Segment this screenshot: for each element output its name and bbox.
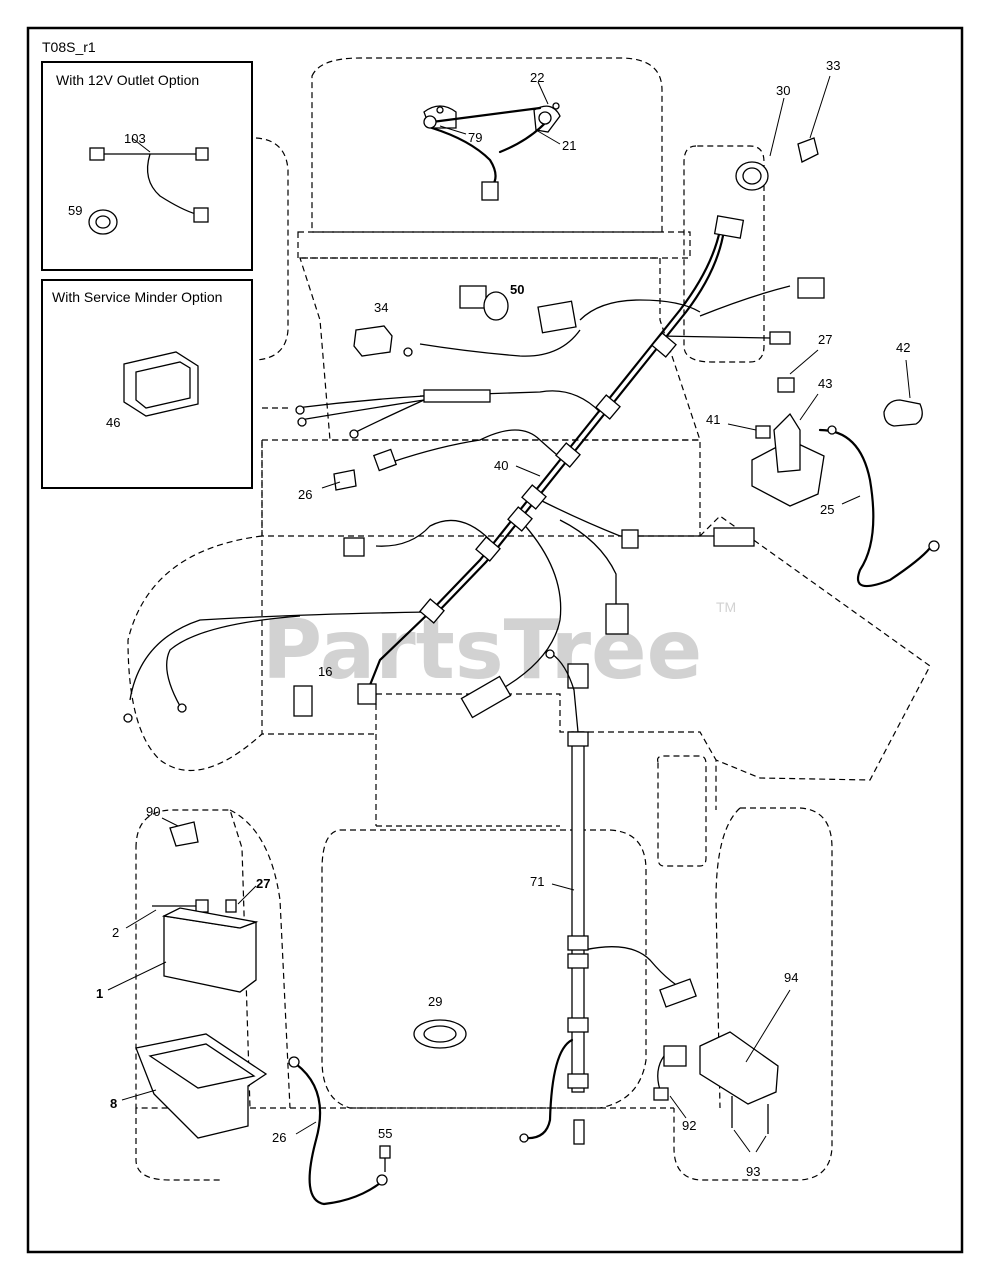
callout-59: 59 (68, 203, 82, 218)
inset-service-minder-option: With Service Minder Option 46 (41, 279, 253, 489)
inset-service-minder-title: With Service Minder Option (52, 289, 222, 305)
callout-25: 25 (820, 502, 834, 517)
relay-33: 33 (797, 58, 840, 163)
starter-solenoid: 27 43 41 (706, 332, 832, 507)
callout-43: 43 (818, 376, 832, 391)
battery-tray: 8 (110, 1033, 268, 1139)
main-wire-harness: 40 (123, 215, 825, 723)
callout-8: 8 (110, 1096, 117, 1111)
ignition-switch: 30 (735, 83, 790, 191)
relay-26-upper: 26 (298, 469, 357, 502)
battery: 1 (96, 907, 259, 1001)
callout-71: 71 (530, 874, 544, 889)
watermark: PartsTree (262, 603, 702, 698)
callout-27-lower: 27 (256, 876, 270, 891)
callout-26-lower: 26 (272, 1130, 286, 1145)
diagram-id: T08S_r1 (42, 39, 96, 55)
headlight-harness: 22 79 21 (423, 70, 576, 201)
rear-wire-harness: 71 (519, 649, 697, 1145)
callout-90: 90 (146, 804, 160, 819)
callout-94: 94 (784, 970, 798, 985)
callout-40: 40 (494, 458, 508, 473)
battery-cable: 26 (272, 1056, 388, 1206)
relay-90: 90 (146, 804, 199, 847)
diagram-frame (26, 26, 964, 1254)
control-module: 94 93 (699, 970, 798, 1179)
callout-55: 55 (378, 1126, 392, 1141)
callout-92: 92 (682, 1118, 696, 1133)
connector-92: 92 (653, 1045, 696, 1133)
callout-79: 79 (468, 130, 482, 145)
callout-26-upper: 26 (298, 487, 312, 502)
inset-12v-outlet-title: With 12V Outlet Option (56, 72, 199, 88)
callout-27-upper: 27 (818, 332, 832, 347)
callout-2: 2 (112, 925, 119, 940)
inset-12v-outlet-option: With 12V Outlet Option 103 59 (41, 61, 253, 271)
callout-30: 30 (776, 83, 790, 98)
callout-33: 33 (826, 58, 840, 73)
seat-switch: 34 (353, 300, 393, 357)
callout-1: 1 (96, 986, 103, 1001)
pto-switch: 50 (459, 282, 524, 321)
callout-41: 41 (706, 412, 720, 427)
outlet-harness-end (193, 207, 209, 223)
outlet-harness-plug (195, 147, 209, 161)
headlight-connector (481, 181, 499, 201)
callout-29: 29 (428, 994, 442, 1009)
callout-22: 22 (530, 70, 544, 85)
switch-16: 16 (293, 664, 332, 717)
callout-42: 42 (896, 340, 910, 355)
callout-21: 21 (562, 138, 576, 153)
callout-50: 50 (510, 282, 524, 297)
outlet-harness-connector (89, 147, 105, 161)
callout-46: 46 (106, 415, 120, 430)
callout-34: 34 (374, 300, 388, 315)
callout-93: 93 (746, 1164, 760, 1179)
harness-coil: 29 (413, 994, 467, 1049)
label-pad (537, 300, 577, 334)
terminal-cover: 42 (883, 340, 923, 427)
battery-bolts: 2 27 (112, 876, 270, 940)
watermark-trademark: TM (716, 599, 736, 615)
bolt-55: 55 (378, 1126, 392, 1172)
callout-103: 103 (124, 131, 146, 146)
starter-cable: 25 (818, 425, 940, 588)
callout-16: 16 (318, 664, 332, 679)
